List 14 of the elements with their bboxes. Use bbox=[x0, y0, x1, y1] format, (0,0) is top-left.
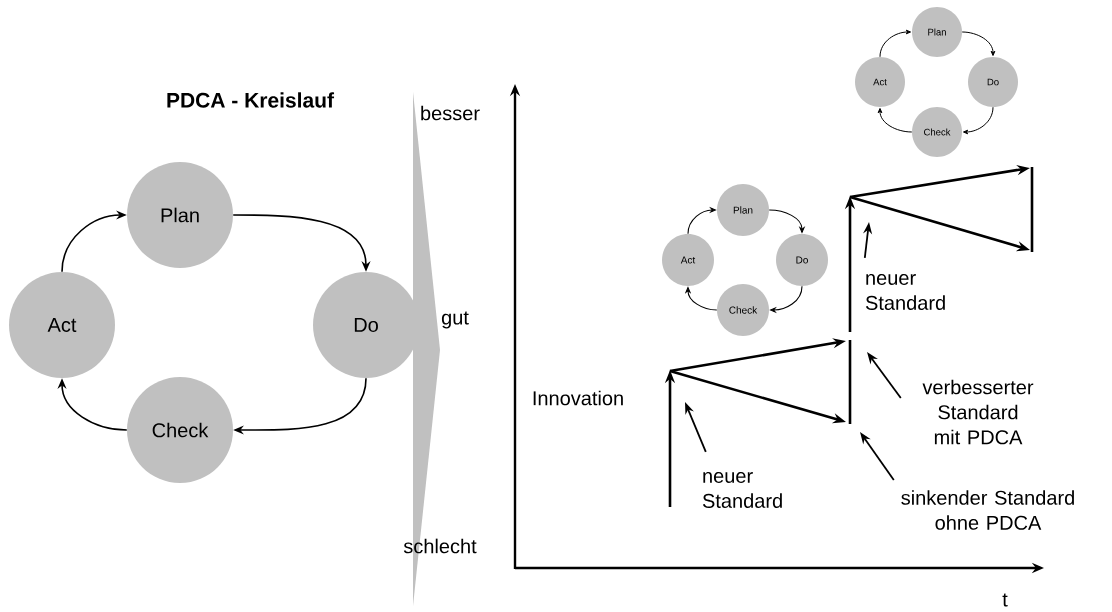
arrow bbox=[961, 31, 996, 57]
annotation-text: neuer Standard bbox=[865, 274, 945, 310]
arrow bbox=[877, 107, 913, 133]
axis-label: schlecht bbox=[403, 538, 477, 554]
axis-label: besser bbox=[421, 105, 480, 121]
axis-label: t bbox=[1002, 593, 1008, 607]
annotation-text: verbesserter Standard mit PDCA bbox=[922, 379, 1034, 445]
axis-label: Innovation bbox=[533, 390, 623, 406]
heading: PDCA - Kreislauf bbox=[167, 92, 335, 108]
arrow bbox=[879, 29, 912, 58]
annotation-text: neuer Standard bbox=[702, 472, 782, 508]
annotation-text: sinkender Standard ohne PDCA bbox=[901, 490, 1074, 530]
axis-label: gut bbox=[441, 311, 469, 329]
arrow bbox=[962, 106, 994, 135]
